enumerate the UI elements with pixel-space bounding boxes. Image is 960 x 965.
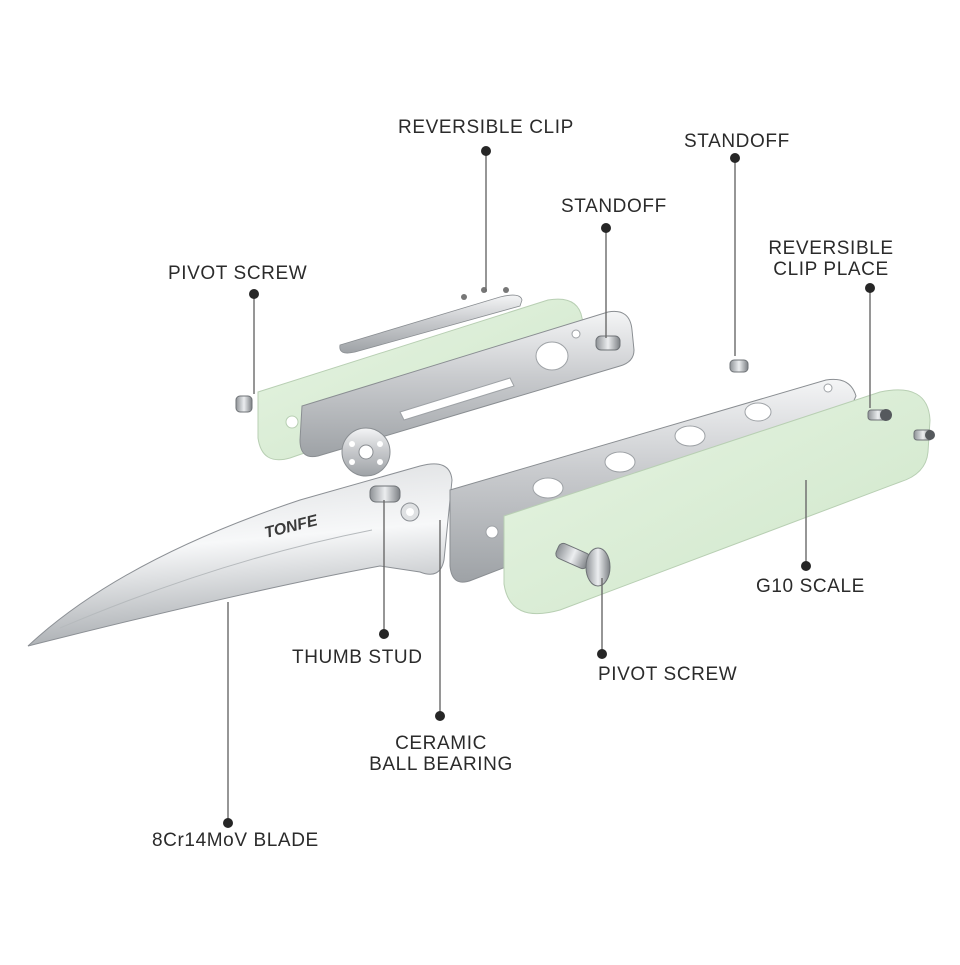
pivot-screw-left-part <box>235 395 253 413</box>
label-standoff-top: STANDOFF <box>684 131 790 152</box>
label-thumb-stud: THUMB STUD <box>292 647 423 668</box>
leader-lines <box>227 151 871 822</box>
label-reversible-clip-place-line1: REVERSIBLE <box>768 238 894 259</box>
label-ceramic-line1: CERAMIC <box>395 733 487 754</box>
label-reversible-clip: REVERSIBLE CLIP <box>398 117 574 138</box>
leader-dots <box>223 146 875 828</box>
clip-place-screws <box>867 409 935 441</box>
standoff-top-part <box>729 359 749 373</box>
standoff-mid-part <box>595 335 621 351</box>
label-pivot-screw-right: PIVOT SCREW <box>598 664 738 685</box>
label-ceramic-ball-bearing: CERAMIC BALL BEARING <box>368 733 514 775</box>
label-g10-scale: G10 SCALE <box>756 576 865 597</box>
label-standoff-mid: STANDOFF <box>561 196 667 217</box>
right-g10-scale <box>503 389 931 615</box>
left-liner <box>299 310 635 458</box>
pivot-screw-right-part <box>555 542 611 587</box>
blade: TONFE <box>27 463 453 647</box>
washer <box>341 427 391 477</box>
label-blade: 8Cr14MoV BLADE <box>152 830 319 851</box>
label-ceramic-line2: BALL BEARING <box>369 754 513 775</box>
thumb-stud-part <box>369 485 401 503</box>
label-reversible-clip-place: REVERSIBLE CLIP PLACE <box>768 238 894 280</box>
label-pivot-screw-left: PIVOT SCREW <box>168 263 308 284</box>
label-reversible-clip-place-line2: CLIP PLACE <box>773 259 889 280</box>
